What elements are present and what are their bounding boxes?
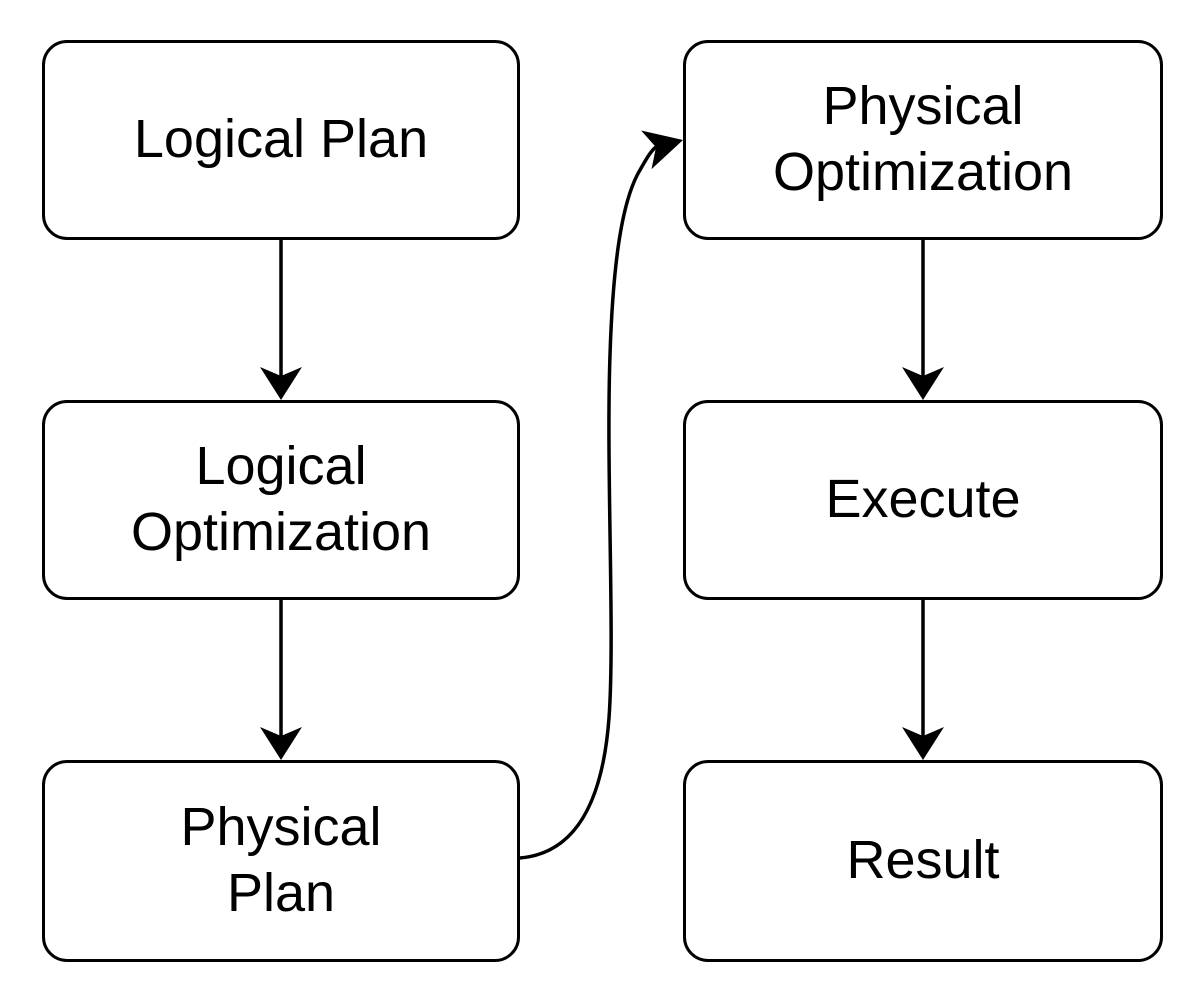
edge-logical-plan-to-logical-optimization [260,240,302,400]
arrowhead-down-icon [902,367,944,400]
node-result-label: Result [846,830,1000,891]
node-execute-label: Execute [825,469,1021,530]
arrowhead-right-icon [641,130,683,170]
edge-physical-plan-to-physical-optimization [519,130,683,860]
node-physical-plan-label: Physical Plan [180,797,382,923]
edge-physical-optimization-to-execute [902,240,944,400]
node-physical-plan: Physical Plan [42,760,520,962]
edge-execute-to-result [902,600,944,760]
node-logical-plan-label: Logical Plan [133,109,429,170]
edge-shaft-curved [519,145,658,860]
edge-logical-optimization-to-physical-plan [260,600,302,760]
arrowhead-down-icon [902,727,944,760]
node-logical-plan: Logical Plan [42,40,520,240]
node-physical-optimization: Physical Optimization [683,40,1163,240]
node-result: Result [683,760,1163,962]
node-physical-optimization-label: Physical Optimization [772,76,1074,202]
arrowhead-down-icon [260,727,302,760]
arrowhead-down-icon [260,367,302,400]
node-logical-optimization: Logical Optimization [42,400,520,600]
node-logical-optimization-label: Logical Optimization [130,436,432,562]
node-execute: Execute [683,400,1163,600]
